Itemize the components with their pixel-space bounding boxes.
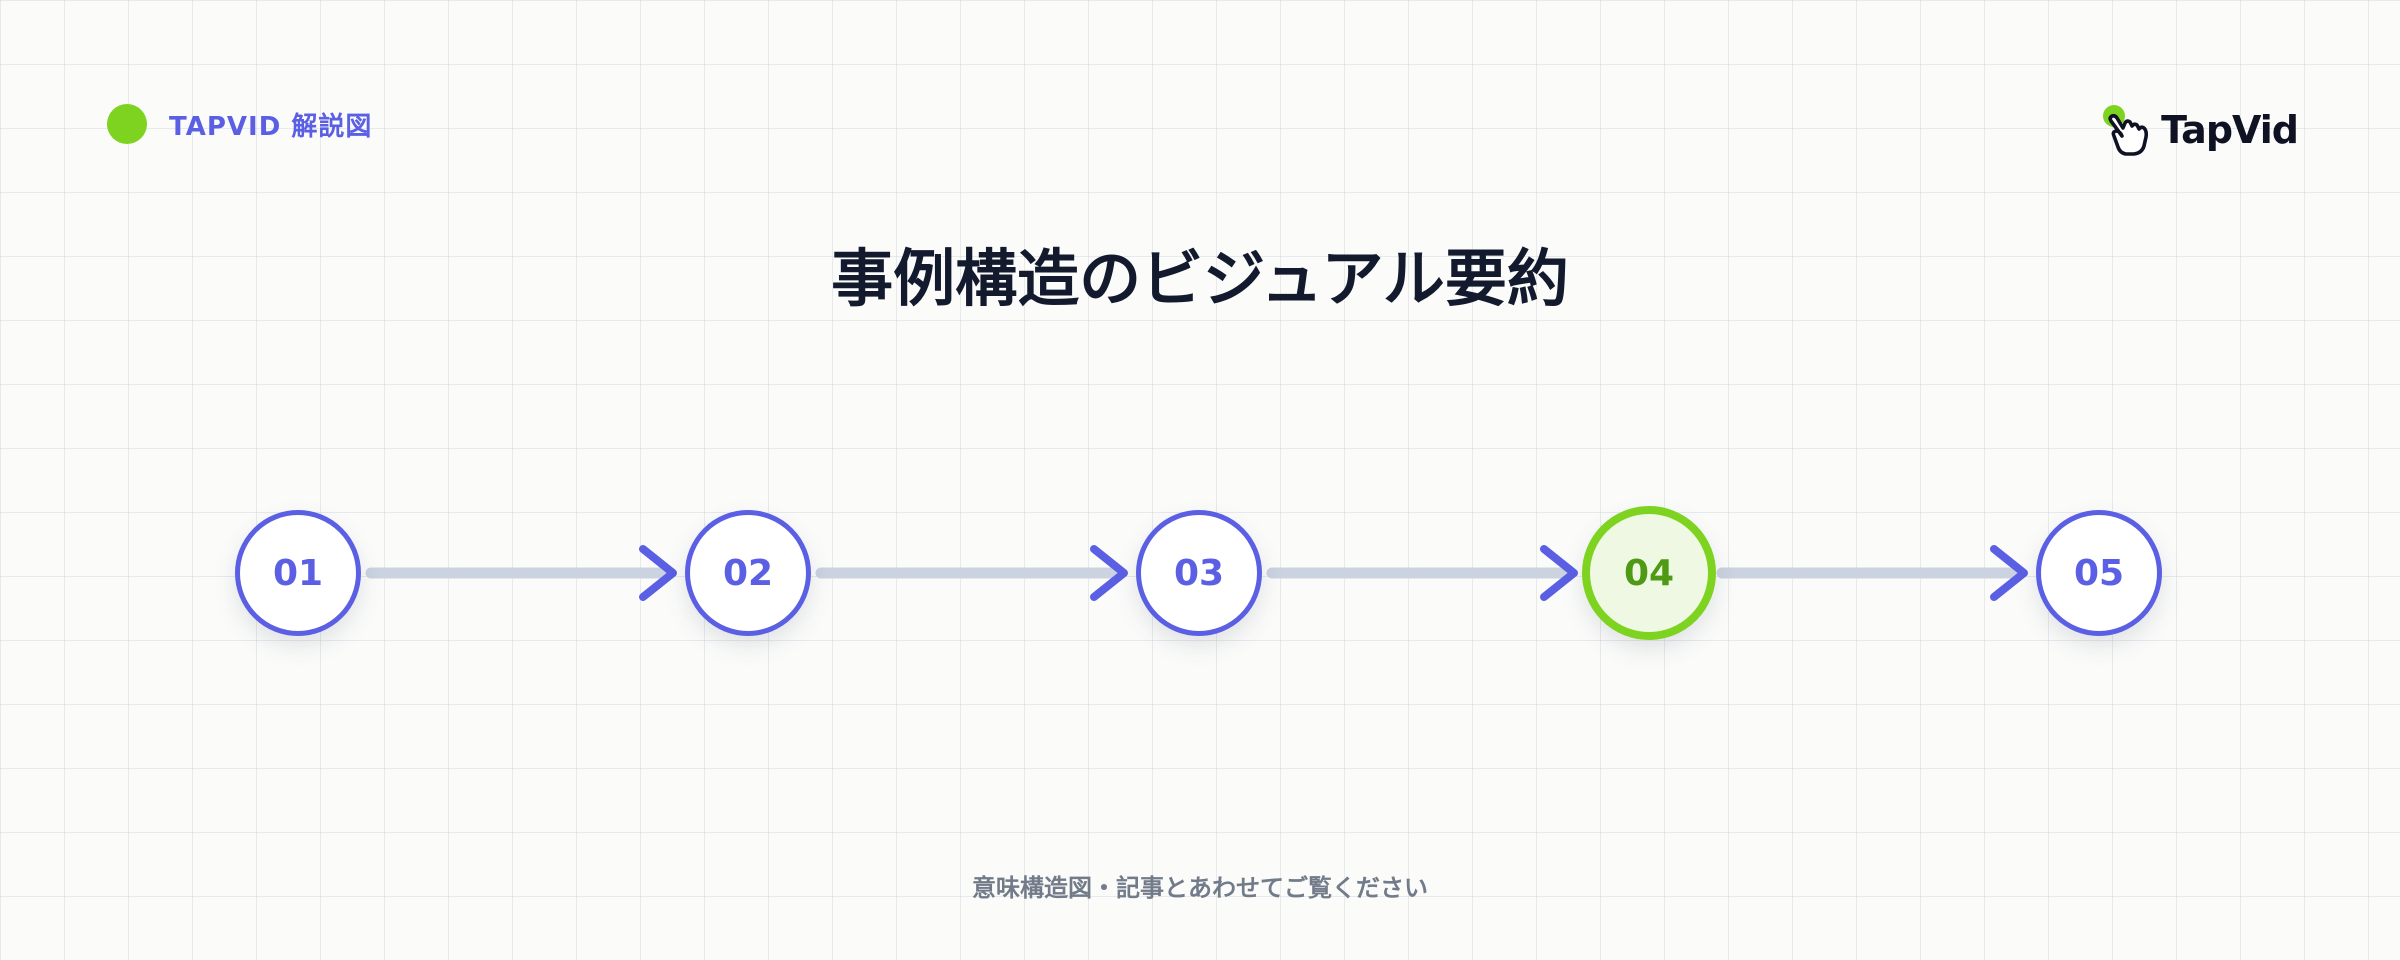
brand-dot-icon xyxy=(107,104,147,144)
pointer-hand-icon xyxy=(2103,105,2149,156)
step-02: 02 xyxy=(685,510,811,636)
page-title: 事例構造のビジュアル要約 xyxy=(831,242,1569,315)
step-03: 03 xyxy=(1136,510,1262,636)
arrowhead-icon xyxy=(1090,545,1128,601)
footer-note: 意味構造図・記事とあわせてご覧ください xyxy=(972,874,1428,902)
brand-label: TAPVID 解説図 xyxy=(169,111,373,142)
brand-header: TAPVID 解説図 xyxy=(107,104,372,144)
step-01: 01 xyxy=(235,510,361,636)
step-04: 04 xyxy=(1582,506,1716,640)
arrowhead-icon xyxy=(639,545,677,601)
arrowhead-icon xyxy=(1990,545,2028,601)
step-05: 05 xyxy=(2036,510,2162,636)
logo-text: TapVid xyxy=(2161,108,2299,152)
tapvid-logo[interactable]: TapVid xyxy=(2099,100,2299,160)
arrowhead-icon xyxy=(1540,545,1578,601)
